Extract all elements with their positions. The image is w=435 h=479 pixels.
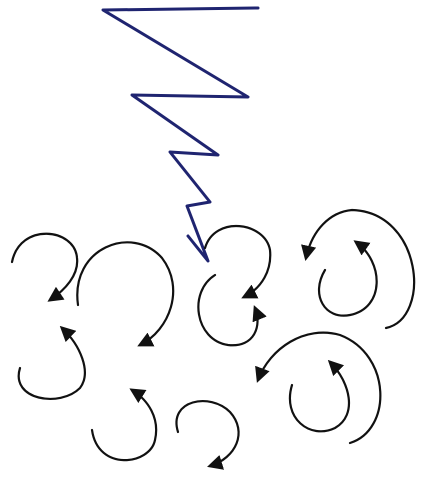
zigzag-line <box>103 8 258 261</box>
curved-arrow <box>92 390 156 460</box>
curved-arrow <box>12 234 77 300</box>
curved-arrow <box>198 275 257 345</box>
curved-arrow <box>77 242 173 345</box>
curved-arrow <box>176 401 238 466</box>
curved-arrows <box>12 210 414 466</box>
curved-arrow <box>19 328 85 399</box>
curved-arrow <box>319 242 377 316</box>
curved-arrow <box>258 333 380 443</box>
curved-arrow <box>205 226 270 297</box>
curved-arrow <box>290 362 349 431</box>
